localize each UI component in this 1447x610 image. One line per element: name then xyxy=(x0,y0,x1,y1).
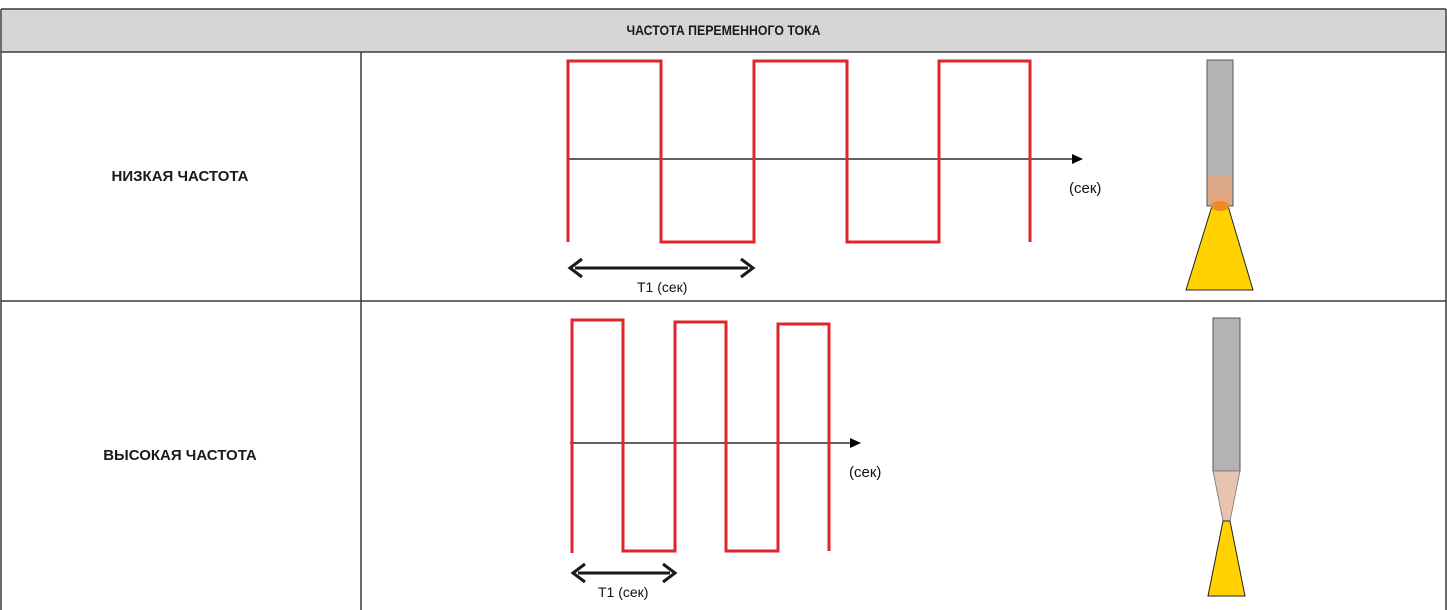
welding-arc-cone-icon xyxy=(1207,520,1246,597)
header-background xyxy=(2,9,1445,52)
welding-arc-cone-icon xyxy=(1185,201,1254,291)
row-label-low-frequency: НИЗКАЯ ЧАСТОТА xyxy=(111,168,249,185)
double-arrow-icon xyxy=(570,562,678,584)
axis-unit-label: (сек) xyxy=(1069,180,1101,197)
table-header-title: ЧАСТОТА ПЕРЕМЕННОГО ТОКА xyxy=(626,22,821,38)
low-frequency-diagram xyxy=(566,59,1254,291)
axis-arrowhead xyxy=(1072,154,1083,164)
double-arrow-icon xyxy=(567,257,756,279)
square-waveform-low xyxy=(566,59,1032,244)
tungsten-electrode-icon xyxy=(1206,59,1234,207)
axis-arrowhead xyxy=(850,438,861,448)
high-frequency-diagram xyxy=(570,317,1246,597)
period-label: T1 (сек) xyxy=(598,584,648,600)
table-grid xyxy=(0,8,1447,610)
axis-unit-label: (сек) xyxy=(849,464,881,481)
square-waveform-high xyxy=(570,318,831,553)
period-label: T1 (сек) xyxy=(637,279,687,295)
tungsten-electrode-icon xyxy=(1212,317,1241,522)
row-label-high-frequency: ВЫСОКАЯ ЧАСТОТА xyxy=(103,447,257,464)
